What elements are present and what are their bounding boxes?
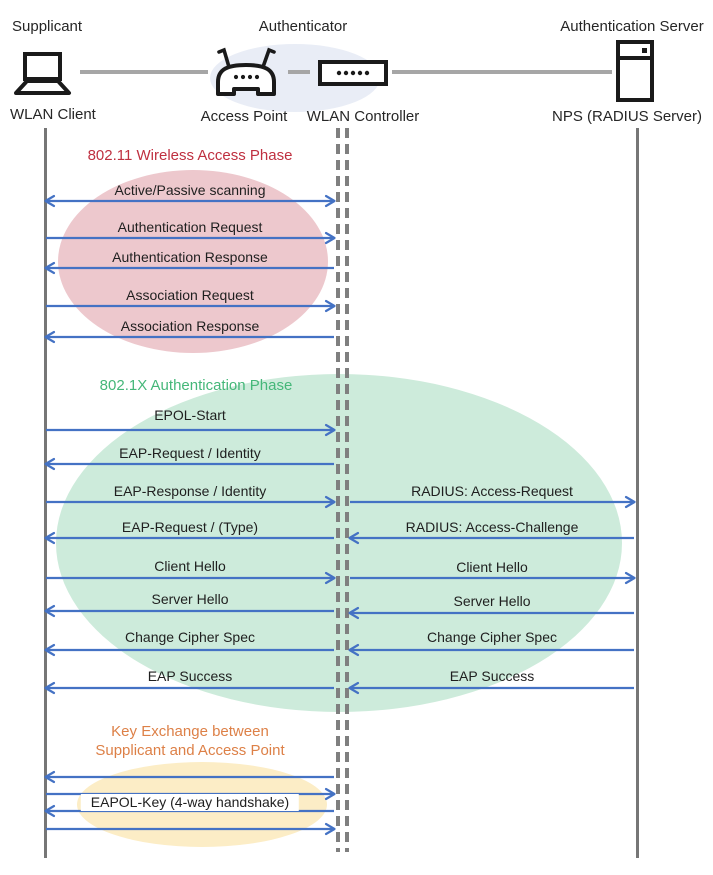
message-label: Server Hello bbox=[151, 591, 229, 607]
lifeline-nps-server bbox=[636, 128, 639, 858]
lifeline-wlan-client bbox=[44, 128, 47, 858]
message-label: Client Hello bbox=[154, 558, 226, 574]
wireless-router-icon bbox=[216, 47, 276, 96]
lifeline-wlan-controller-left bbox=[336, 128, 340, 852]
message-label: Change Cipher Spec bbox=[427, 629, 557, 645]
message-label: Association Request bbox=[126, 287, 254, 303]
message-label: EAP-Request / Identity bbox=[119, 445, 261, 461]
phase-title-key-exchange-line2: Supplicant and Access Point bbox=[95, 742, 285, 759]
connector-client-ap bbox=[80, 70, 208, 74]
laptop-icon bbox=[14, 52, 71, 95]
message-label: EAPOL-Key (4-way handshake) bbox=[80, 794, 300, 811]
phase-title-key-exchange: Key Exchange between Supplicant and Acce… bbox=[95, 722, 284, 760]
lifeline-wlan-controller-right bbox=[345, 128, 349, 852]
role-label-authenticator: Authenticator bbox=[258, 18, 348, 35]
device-label-nps-radius-server: NPS (RADIUS Server) bbox=[551, 108, 703, 125]
connector-ap-controller bbox=[288, 70, 310, 74]
message-label: Change Cipher Spec bbox=[125, 629, 255, 645]
phase-title-key-exchange-line1: Key Exchange between bbox=[111, 723, 269, 740]
controller-icon bbox=[318, 60, 388, 86]
message-label: Active/Passive scanning bbox=[114, 182, 266, 198]
message-label: EAP Success bbox=[449, 668, 535, 684]
phase-title-8021x-authentication: 802.1X Authentication Phase bbox=[99, 377, 293, 394]
message-label: Authentication Request bbox=[117, 219, 263, 235]
role-label-authentication-server: Authentication Server bbox=[560, 18, 704, 35]
message-label: EAP Success bbox=[147, 668, 233, 684]
role-label-supplicant: Supplicant bbox=[12, 18, 83, 35]
message-label: Client Hello bbox=[456, 559, 528, 575]
phase-title-80211-wireless-access: 802.11 Wireless Access Phase bbox=[87, 147, 293, 164]
message-label: RADIUS: Access-Challenge bbox=[405, 519, 579, 535]
message-label: EAP-Request / (Type) bbox=[121, 519, 259, 535]
connector-controller-server bbox=[392, 70, 612, 74]
message-label: EPOL-Start bbox=[154, 407, 226, 423]
message-label: EAP-Response / Identity bbox=[113, 483, 267, 499]
device-label-wlan-controller: WLAN Controller bbox=[306, 108, 420, 125]
message-label: RADIUS: Access-Request bbox=[411, 483, 573, 499]
device-label-access-point: Access Point bbox=[200, 108, 288, 125]
message-label: Association Response bbox=[120, 318, 260, 334]
message-label: Authentication Response bbox=[112, 249, 268, 265]
message-label: Server Hello bbox=[453, 593, 531, 609]
server-icon bbox=[616, 40, 654, 102]
device-label-wlan-client: WLAN Client bbox=[10, 106, 96, 123]
